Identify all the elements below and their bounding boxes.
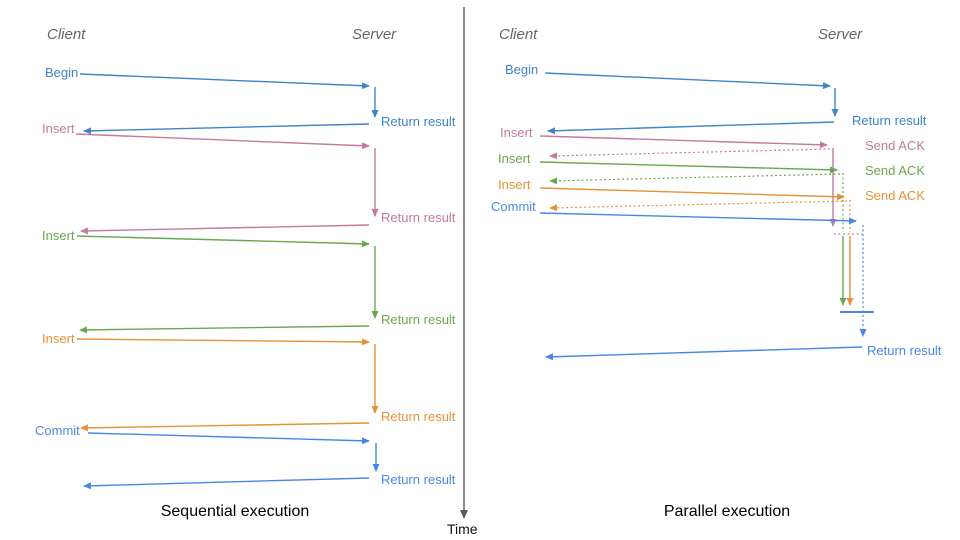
right-begin-exchange xyxy=(544,72,839,135)
time-axis-label: Time xyxy=(447,521,478,537)
right-commit-return-arrow xyxy=(545,346,863,361)
right-insert1-exchange xyxy=(539,135,862,235)
left-begin-exchange xyxy=(79,73,379,135)
left-insert1-request-arrow xyxy=(75,133,370,150)
right-insert3-ack-arrow xyxy=(549,200,848,212)
right-insert2-ack-arrow xyxy=(549,173,841,185)
left-commit-return-arrow xyxy=(83,477,370,490)
right-diagram-caption: Parallel execution xyxy=(663,503,791,520)
left-insert2-return-label: Return result xyxy=(381,312,456,327)
left-begin-return-label: Return result xyxy=(381,114,456,129)
right-insert3-ack-label: Send ACK xyxy=(865,188,925,203)
left-client-header: Client xyxy=(47,26,86,43)
right-insert1-ack-arrow xyxy=(549,148,831,160)
left-commit-return-label: Return result xyxy=(381,472,456,487)
right-begin-return-arrow xyxy=(547,121,835,135)
left-insert1-return-label: Return result xyxy=(381,210,456,225)
left-begin-label: Begin xyxy=(45,65,79,80)
left-insert2-exchange xyxy=(76,235,379,334)
right-insert2-ack-label: Send ACK xyxy=(865,163,925,178)
right-commit-request-arrow xyxy=(539,212,857,225)
right-commit-label: Commit xyxy=(491,199,536,214)
right-server-header: Server xyxy=(818,26,863,43)
left-commit-exchange xyxy=(83,432,380,490)
left-begin-return-arrow xyxy=(83,123,370,135)
right-commit-exchange xyxy=(539,212,874,361)
left-insert1-return-arrow xyxy=(80,224,370,235)
left-insert2-request-arrow xyxy=(76,235,370,248)
right-insert3-exchange xyxy=(539,187,854,306)
right-insert2-request-arrow xyxy=(539,161,838,174)
left-diagram-caption: Sequential execution xyxy=(160,503,310,520)
right-insert3-request-arrow xyxy=(539,187,845,201)
left-insert1-label: Insert xyxy=(42,121,75,136)
right-begin-request-arrow xyxy=(544,72,831,90)
left-commit-request-arrow xyxy=(87,432,370,445)
right-client-header: Client xyxy=(499,26,538,43)
left-commit-label: Commit xyxy=(35,423,80,438)
left-insert3-request-arrow xyxy=(76,338,370,346)
right-commit-return-label: Return result xyxy=(867,343,942,358)
left-insert2-return-arrow xyxy=(79,325,370,334)
right-insert1-ack-label: Send ACK xyxy=(865,138,925,153)
right-begin-label: Begin xyxy=(505,62,539,77)
right-insert2-exchange xyxy=(539,161,847,306)
right-insert3-label: Insert xyxy=(498,177,531,192)
left-insert3-return-arrow xyxy=(80,422,370,432)
left-server-header: Server xyxy=(352,26,397,43)
right-insert1-label: Insert xyxy=(500,125,533,140)
left-insert1-exchange xyxy=(75,133,379,235)
left-insert3-label: Insert xyxy=(42,331,75,346)
right-insert1-request-arrow xyxy=(539,135,828,149)
right-begin-return-label: Return result xyxy=(852,113,927,128)
left-insert3-return-label: Return result xyxy=(381,409,456,424)
left-insert2-label: Insert xyxy=(42,228,75,243)
left-begin-request-arrow xyxy=(79,73,370,90)
right-insert2-label: Insert xyxy=(498,151,531,166)
left-insert3-exchange xyxy=(76,338,379,432)
